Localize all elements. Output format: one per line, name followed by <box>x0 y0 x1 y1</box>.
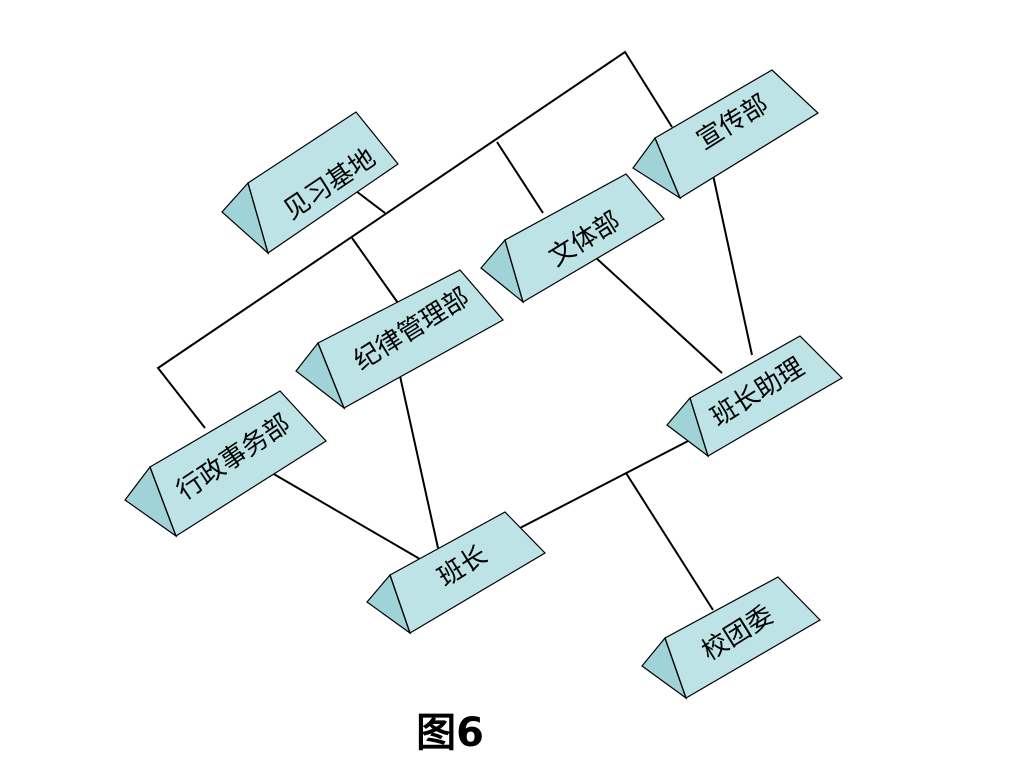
backbone-line <box>156 50 673 429</box>
node-jianxi-base: 见习基地 <box>221 111 399 255</box>
node-edge <box>654 137 681 199</box>
node-edge <box>149 466 177 537</box>
link-jilv-to-banzhang <box>399 375 439 549</box>
connector-lines <box>156 50 753 611</box>
link-xuanchuan-to-banzhuli <box>712 174 753 356</box>
node-xingzheng: 行政事务部 <box>124 390 327 538</box>
link-wenti-to-banzhuli <box>594 256 723 374</box>
link-banzhang-to-banzhuli <box>519 439 691 529</box>
node-edge <box>504 239 524 303</box>
node-edge <box>389 574 411 634</box>
figure-caption: 图6 <box>416 710 484 756</box>
node-edge <box>317 342 345 409</box>
node-wenti: 文体部 <box>480 173 665 304</box>
node-xiaotuanwei: 校团委 <box>641 576 821 700</box>
node-jilv: 纪律管理部 <box>295 269 504 410</box>
link-junction-to-xiaotuanwei <box>625 472 714 611</box>
node-banzhuli: 班长助理 <box>666 335 843 458</box>
node-edge <box>689 397 709 457</box>
link-backbone-to-wenti <box>496 141 544 214</box>
node-banzhang: 班长 <box>366 511 546 635</box>
node-xuanchuan: 宣传部 <box>632 69 819 200</box>
node-edge <box>664 637 687 699</box>
node-edge <box>247 182 269 254</box>
link-xingzheng-to-banzhang <box>271 472 426 563</box>
link-backbone-to-jilv <box>351 237 399 304</box>
